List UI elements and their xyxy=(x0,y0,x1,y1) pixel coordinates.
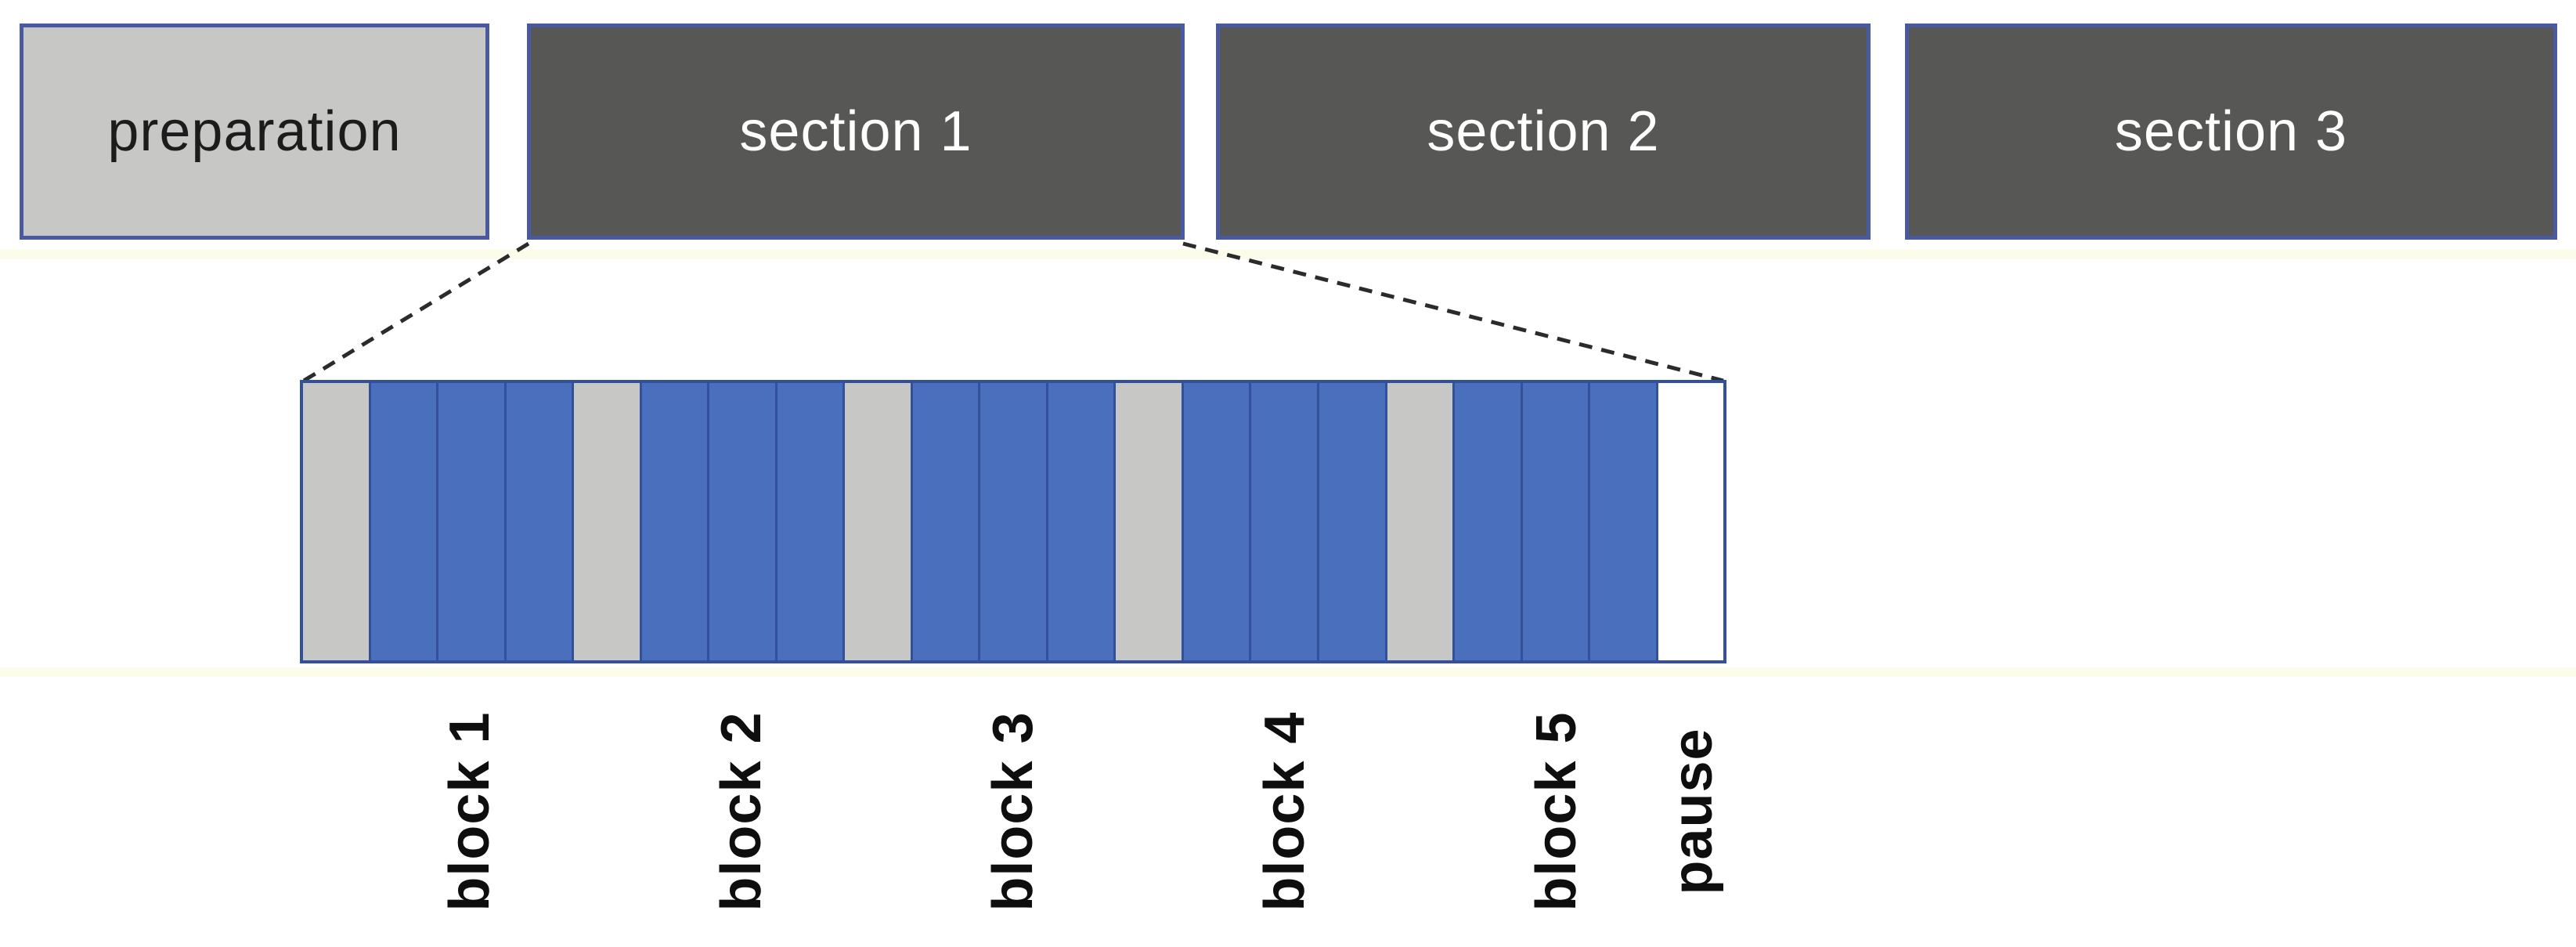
strip-segment-blue xyxy=(978,383,1046,660)
label-block-4: block 4 xyxy=(1254,711,1317,912)
phase-label-section-3: section 3 xyxy=(2114,100,2348,163)
strip-segment-gray xyxy=(572,383,640,660)
zoom-dashed-line-left xyxy=(302,241,530,383)
strip-segment-blue xyxy=(1452,383,1521,660)
strip-segment-blue xyxy=(910,383,979,660)
strip-segment-blue xyxy=(503,383,572,660)
strip-segment-blue xyxy=(368,383,437,660)
phase-label-section-1: section 1 xyxy=(739,100,972,163)
label-block-3: block 3 xyxy=(982,711,1044,912)
strip-segment-blue xyxy=(707,383,775,660)
strip-segment-blue xyxy=(774,383,843,660)
strip-segment-gray xyxy=(1384,383,1453,660)
section-1-detail-strip xyxy=(300,380,1726,663)
phase-box-preparation: preparation xyxy=(20,23,489,240)
phase-label-preparation: preparation xyxy=(107,100,402,163)
strip-segment-gray xyxy=(842,383,911,660)
strip-segment-blue xyxy=(1316,383,1385,660)
zoom-dashed-line-right xyxy=(1182,241,1724,383)
strip-segment-blue xyxy=(1045,383,1114,660)
strip-segment-blue xyxy=(1520,383,1589,660)
strip-segment-blue xyxy=(436,383,504,660)
strip-segment-gray xyxy=(1113,383,1182,660)
strip-segment-blue xyxy=(1588,383,1656,660)
label-block-5: block 5 xyxy=(1525,711,1589,912)
phase-box-section-1: section 1 xyxy=(527,23,1185,240)
phase-box-section-3: section 3 xyxy=(1905,23,2557,240)
strip-segment-white xyxy=(1655,383,1724,660)
label-pause: pause xyxy=(1661,728,1724,895)
highlight-band-under-strip xyxy=(0,667,2576,677)
strip-segment-blue xyxy=(639,383,708,660)
label-block-1: block 1 xyxy=(438,711,501,912)
strip-segment-gray xyxy=(303,383,369,660)
label-block-2: block 2 xyxy=(709,711,773,912)
strip-segment-blue xyxy=(1249,383,1317,660)
strip-segment-blue xyxy=(1181,383,1250,660)
highlight-band-under-phases xyxy=(0,249,2576,259)
phase-label-section-2: section 2 xyxy=(1427,100,1660,163)
phase-box-section-2: section 2 xyxy=(1216,23,1871,240)
